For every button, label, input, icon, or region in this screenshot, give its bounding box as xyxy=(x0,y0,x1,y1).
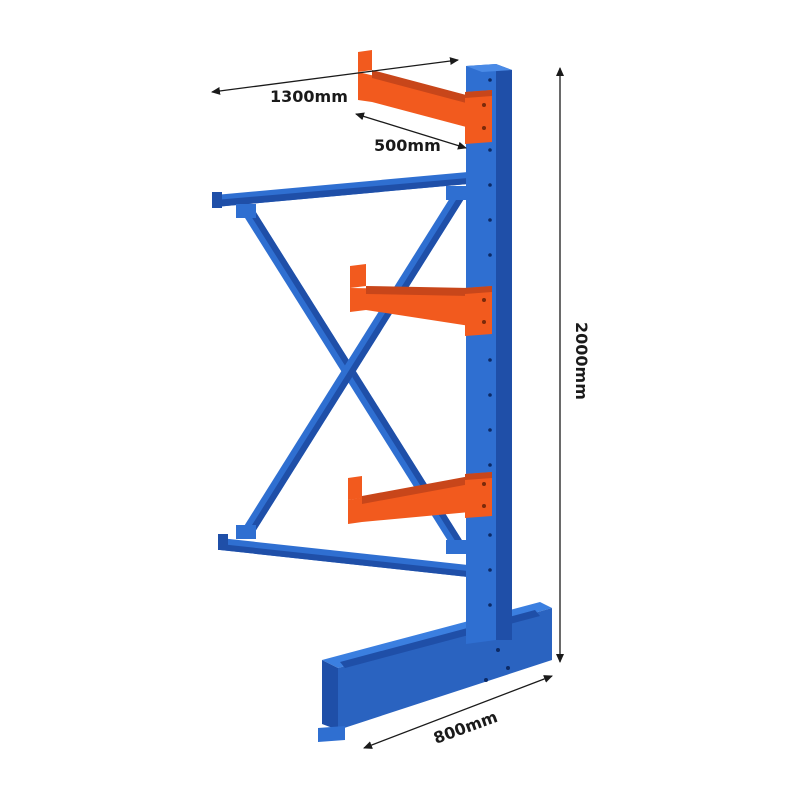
bottom-horizontal-brace xyxy=(218,534,468,577)
dimension-label-800: 800mm xyxy=(431,707,500,748)
vertical-column xyxy=(466,64,512,644)
dimension-line-2000: 2000mm xyxy=(556,67,591,663)
cantilever-arm-bottom xyxy=(348,472,492,524)
x-brace xyxy=(236,186,468,554)
dimension-label-500: 500mm xyxy=(374,136,441,155)
top-horizontal-brace xyxy=(212,172,468,208)
dimension-label-2000: 2000mm xyxy=(572,322,591,400)
dimension-label-1300: 1300mm xyxy=(270,87,348,106)
dimension-line-1300: 1300mm xyxy=(211,57,459,106)
dimension-line-500: 500mm xyxy=(355,112,467,155)
cantilever-arm-middle xyxy=(350,264,492,336)
